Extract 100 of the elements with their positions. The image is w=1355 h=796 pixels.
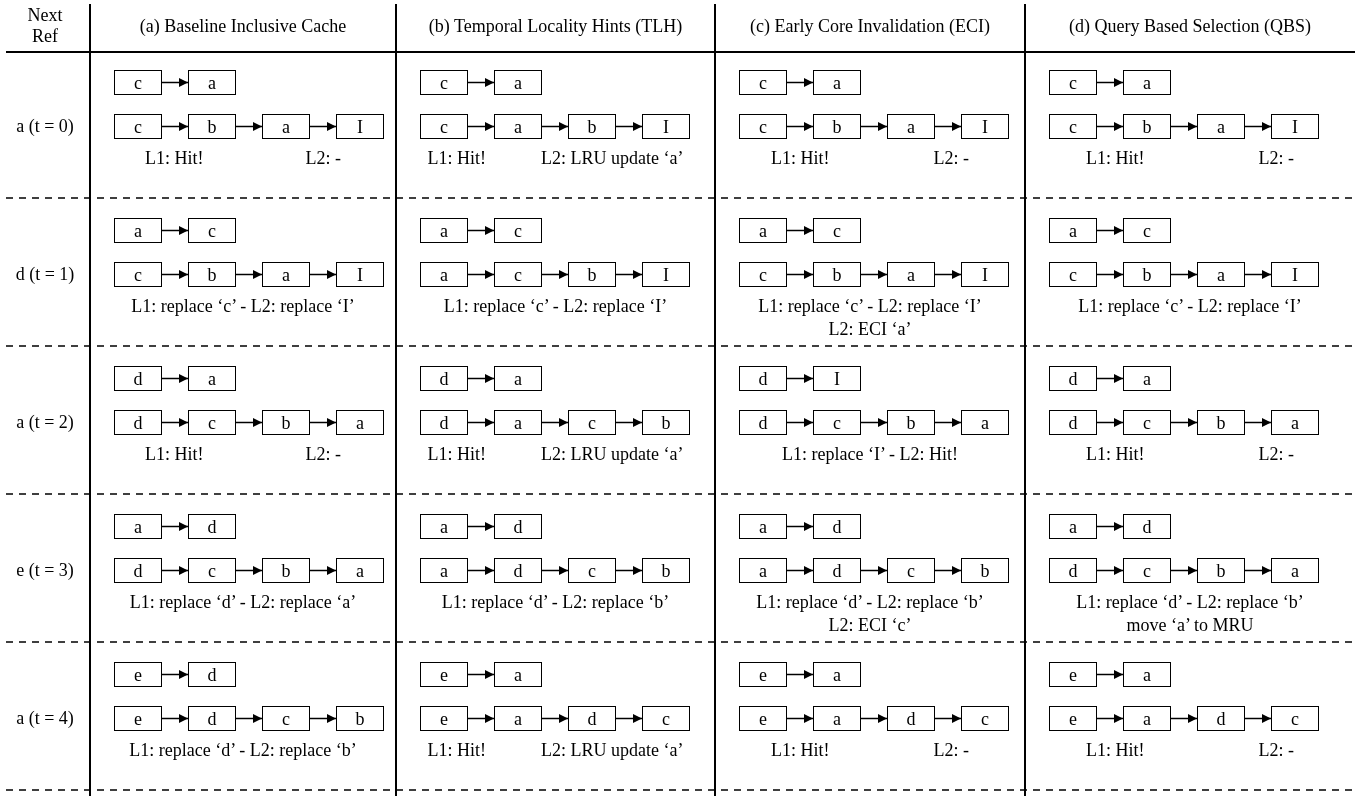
cache-block-box: a — [813, 70, 861, 95]
cache-block-box: d — [494, 558, 542, 583]
status-text: L1: Hit! — [1086, 444, 1145, 466]
cache-block-box: d — [1197, 706, 1245, 731]
arrow — [1096, 418, 1124, 427]
arrow — [786, 714, 814, 723]
cache-block-box: c — [961, 706, 1009, 731]
arrow — [786, 418, 814, 427]
arrow — [309, 714, 337, 723]
cache-block-box: I — [642, 114, 690, 139]
arrow — [1244, 122, 1272, 131]
arrow — [1170, 270, 1198, 279]
cache-block-box: d — [494, 514, 542, 539]
cache-block-box: a — [188, 70, 236, 95]
cache-block-box: a — [1123, 662, 1171, 687]
status-text: L2: - — [1258, 740, 1294, 762]
status-text: L1: replace ‘c’ - L2: replace ‘I’ — [758, 296, 982, 318]
cache-block-box: c — [813, 218, 861, 243]
cache-block-box: a — [887, 262, 935, 287]
arrow — [467, 374, 495, 383]
cache-block-box: c — [188, 410, 236, 435]
arrow — [615, 714, 643, 723]
cache-block-box: b — [642, 410, 690, 435]
cache-block-box: a — [494, 410, 542, 435]
arrow — [1096, 226, 1124, 235]
status-text: L1: replace ‘c’ - L2: replace ‘I’ — [443, 296, 668, 318]
cache-block-box: b — [642, 558, 690, 583]
cache-block-box: d — [420, 410, 468, 435]
cache-block-box: d — [188, 706, 236, 731]
status-text: L1: replace ‘d’ - L2: replace ‘b’ — [129, 740, 357, 762]
arrow — [467, 270, 495, 279]
arrow — [541, 566, 569, 575]
cache-block-box: e — [739, 662, 787, 687]
cache-block-box: a — [739, 558, 787, 583]
arrow — [934, 122, 962, 131]
cache-block-box: d — [813, 514, 861, 539]
cache-block-box: c — [739, 114, 787, 139]
cache-block-box: c — [114, 114, 162, 139]
arrow — [235, 714, 263, 723]
cache-block-box: c — [1049, 262, 1097, 287]
arrow — [467, 522, 495, 531]
cache-block-box: d — [887, 706, 935, 731]
arrow — [541, 418, 569, 427]
cache-block-box: d — [188, 514, 236, 539]
arrow — [934, 270, 962, 279]
arrow — [161, 122, 189, 131]
cache-block-box: b — [1123, 262, 1171, 287]
arrow — [467, 226, 495, 235]
arrow — [786, 522, 814, 531]
arrow — [235, 122, 263, 131]
cache-block-box: d — [1049, 558, 1097, 583]
cache-block-box: b — [336, 706, 384, 731]
cache-block-box: I — [961, 262, 1009, 287]
status-text: L1: replace ‘c’ - L2: replace ‘I’ — [1078, 296, 1302, 318]
column-header: (c) Early Core Invalidation (ECI) — [750, 15, 990, 37]
cache-block-box: a — [739, 514, 787, 539]
cache-block-box: b — [568, 262, 616, 287]
arrow — [309, 122, 337, 131]
cache-block-box: c — [188, 218, 236, 243]
cache-block-box: b — [262, 410, 310, 435]
status-text: L1: Hit! — [1086, 740, 1145, 762]
status-text: L2: - — [933, 740, 969, 762]
cache-block-box: c — [114, 70, 162, 95]
cache-block-box: a — [114, 218, 162, 243]
status-text: L1: Hit! — [427, 740, 486, 762]
cache-block-box: c — [1049, 70, 1097, 95]
cache-block-box: b — [1123, 114, 1171, 139]
cache-block-box: a — [336, 558, 384, 583]
arrow — [615, 122, 643, 131]
arrow — [467, 566, 495, 575]
arrow — [786, 374, 814, 383]
arrow — [161, 522, 189, 531]
arrow — [467, 122, 495, 131]
arrow — [161, 566, 189, 575]
status-text: L2: - — [933, 148, 969, 170]
status-text: L1: Hit! — [145, 444, 204, 466]
cache-block-box: a — [494, 706, 542, 731]
cache-block-box: I — [1271, 262, 1319, 287]
arrow — [786, 122, 814, 131]
cache-block-box: e — [420, 662, 468, 687]
arrow — [467, 78, 495, 87]
arrow — [235, 270, 263, 279]
arrow — [235, 418, 263, 427]
arrow — [161, 418, 189, 427]
arrow — [615, 270, 643, 279]
arrow — [1170, 566, 1198, 575]
cache-block-box: a — [961, 410, 1009, 435]
cache-block-box: a — [420, 262, 468, 287]
arrow — [615, 566, 643, 575]
arrow — [541, 270, 569, 279]
arrow — [860, 418, 888, 427]
arrow — [786, 566, 814, 575]
status-text: L2: ECI ‘c’ — [828, 615, 912, 637]
status-text: L1: replace ‘d’ - L2: replace ‘b’ — [1076, 592, 1304, 614]
arrow — [541, 714, 569, 723]
cache-block-box: a — [114, 514, 162, 539]
arrow — [1096, 78, 1124, 87]
arrow — [1170, 418, 1198, 427]
row-label: a (t = 0) — [16, 116, 74, 138]
cache-block-box: a — [494, 366, 542, 391]
